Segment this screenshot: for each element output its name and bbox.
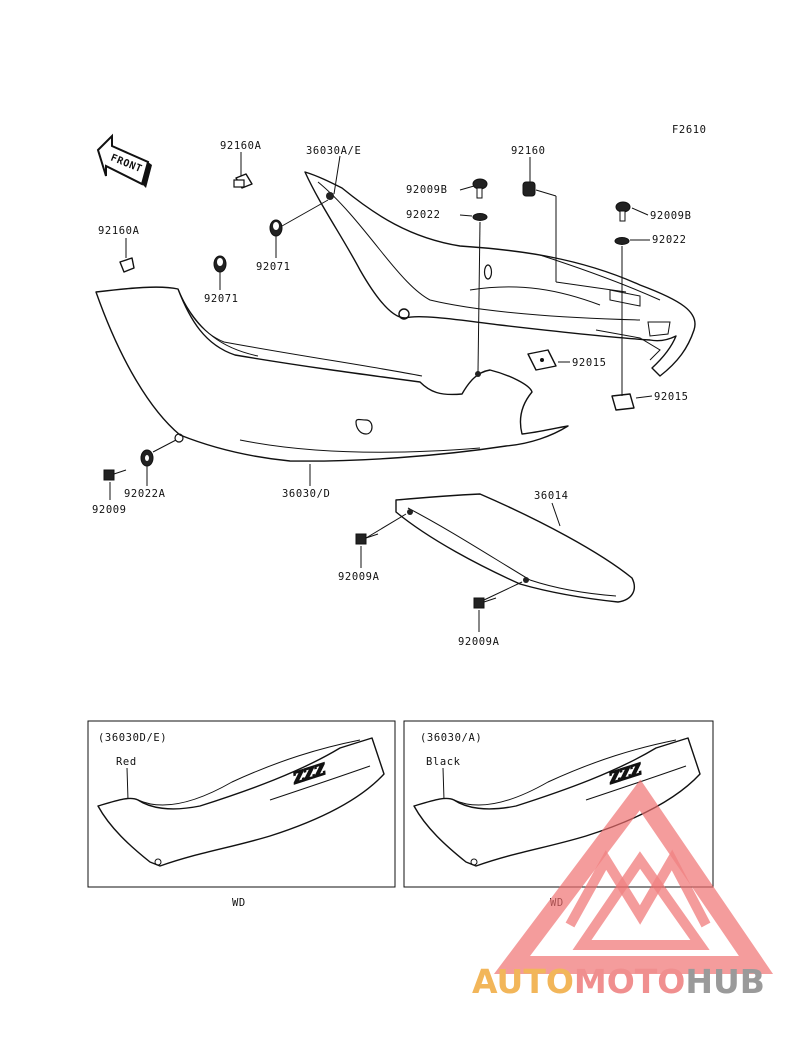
label-92009b-b: 92009B — [650, 210, 692, 222]
label-92022a: 92022A — [124, 488, 166, 500]
washer-92022-a-icon — [472, 213, 488, 221]
label-36030-d: 36030/D — [282, 488, 330, 500]
label-92015-b: 92015 — [654, 391, 689, 403]
label-92022-a: 92022 — [406, 209, 441, 221]
inset-2-color: Black — [426, 756, 461, 768]
inset-2-title: (36030/A) — [420, 732, 482, 744]
label-92015-a: 92015 — [572, 357, 607, 369]
label-36014: 36014 — [534, 490, 569, 502]
label-92022-b: 92022 — [652, 234, 687, 246]
watermark-part-2: MOTO — [574, 962, 685, 1001]
label-92071-a: 92071 — [256, 261, 291, 273]
washer-92022-b-icon — [614, 237, 630, 245]
grommet-92160-icon — [522, 181, 536, 197]
grommet-92071-upper-icon — [269, 219, 283, 237]
side-trim-36014 — [395, 493, 636, 603]
label-92009a-b: 92009A — [458, 636, 500, 648]
bolt-92009-icon — [103, 469, 127, 481]
grommet-92071-lower-icon — [213, 255, 227, 273]
label-92160: 92160 — [511, 145, 546, 157]
inset-36030d-e: (36030D/E) Red ℤℤℤ WD — [87, 720, 396, 909]
label-92160a-top: 92160A — [220, 140, 262, 152]
watermark-part-3: HUB — [685, 962, 765, 1001]
inset-1-caption: WD — [232, 897, 246, 909]
watermark-text: AUTOMOTOHUB — [472, 962, 765, 1001]
watermark-logo-icon — [493, 779, 774, 974]
washer-92022a-icon — [140, 449, 154, 467]
inset-36030-a: (36030/A) Black ℤℤℤ WD — [403, 720, 714, 909]
inset-1-title: (36030D/E) — [98, 732, 167, 744]
inset-1-color: Red — [116, 756, 137, 768]
bolt-92009b-a-icon — [472, 178, 488, 199]
label-36030a-e: 36030A/E — [306, 145, 361, 157]
label-92160a-left: 92160A — [98, 225, 140, 237]
bolt-92009b-b-icon — [615, 201, 631, 222]
label-92009b-a: 92009B — [406, 184, 448, 196]
leader-lines — [109, 152, 653, 632]
grommet-92160a-top-icon — [233, 173, 253, 189]
clip-nut-92015-b-icon — [611, 393, 635, 411]
bolt-92009a-b-icon — [473, 597, 497, 609]
side-cover-lower — [95, 286, 569, 462]
figure-code: F2610 — [672, 124, 707, 136]
side-cover-upper — [304, 171, 696, 377]
label-92009: 92009 — [92, 504, 127, 516]
label-92009a-a: 92009A — [338, 571, 380, 583]
clip-nut-92015-a-icon — [527, 349, 557, 371]
grommet-92160a-left-icon — [119, 257, 135, 273]
watermark-part-1: AUTO — [472, 962, 574, 1001]
bolt-92009a-a-icon — [355, 533, 379, 545]
front-arrow-icon: FRONT — [96, 133, 152, 188]
label-92071-b: 92071 — [204, 293, 239, 305]
